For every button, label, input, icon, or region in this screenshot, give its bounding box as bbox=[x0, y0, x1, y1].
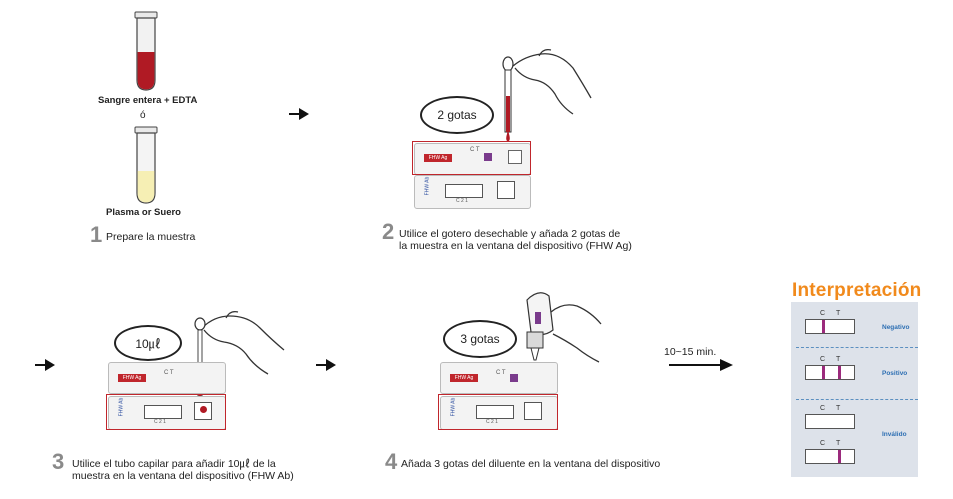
device-c21-label: C 2 1 bbox=[486, 419, 498, 425]
control-line bbox=[822, 366, 825, 379]
whole-blood-label: Sangre entera + EDTA bbox=[98, 95, 198, 106]
step3-number: 3 bbox=[52, 449, 65, 474]
device-ct-label: C T bbox=[164, 370, 174, 376]
control-line bbox=[822, 320, 825, 333]
highlight-box bbox=[412, 141, 531, 175]
test-line bbox=[838, 450, 841, 463]
highlight-box bbox=[106, 394, 226, 430]
device-c21-label: C 2 1 bbox=[154, 419, 166, 425]
sample-well bbox=[524, 402, 542, 420]
result-invalid: Inválido bbox=[882, 431, 907, 438]
sample-well bbox=[497, 181, 515, 199]
plasma-serum-label: Plasma or Suero bbox=[106, 207, 181, 218]
device-ct-label: C T bbox=[496, 370, 506, 376]
step4-number: 4 bbox=[385, 449, 398, 474]
sample-pad bbox=[510, 374, 518, 382]
sample-pad bbox=[484, 153, 492, 161]
step2-number: 2 bbox=[382, 219, 395, 244]
result-window bbox=[144, 405, 182, 419]
arrow-right-icon bbox=[316, 359, 336, 371]
c-label: C bbox=[820, 356, 826, 363]
hand-dropper-icon bbox=[502, 49, 592, 142]
step3-text-line1: Utilice el tubo capilar para añadir 10㎕ … bbox=[72, 458, 276, 470]
result-window bbox=[445, 184, 483, 198]
device-ag-label: FHW Ag bbox=[424, 154, 452, 162]
step2-text-line1: Utilice el gotero desechable y añada 2 g… bbox=[399, 228, 621, 240]
drops-bubble: 2 gotas bbox=[420, 96, 494, 134]
device-ag-label: FHW Ag bbox=[118, 374, 146, 382]
t-label: T bbox=[836, 440, 841, 447]
volume-bubble: 10㎕ bbox=[114, 325, 182, 361]
drops-bubble: 3 gotas bbox=[443, 320, 517, 358]
step1-text: Prepare la muestra bbox=[106, 231, 196, 243]
divider bbox=[796, 347, 918, 348]
test-strip-positive bbox=[805, 365, 855, 380]
device-ab-label: FHW Ab bbox=[424, 176, 431, 196]
t-label: T bbox=[836, 356, 841, 363]
step2-text-line2: la muestra en la ventana del dispositivo… bbox=[399, 240, 632, 252]
t-label: T bbox=[836, 310, 841, 317]
test-strip-negative bbox=[805, 319, 855, 334]
sample-well bbox=[508, 150, 522, 164]
step4-text: Añada 3 gotas del diluente en la ventana… bbox=[401, 458, 661, 470]
hand-diluent-bottle-icon bbox=[526, 292, 602, 388]
test-strip-invalid-1 bbox=[805, 414, 855, 429]
interpretation-title: Interpretación bbox=[792, 280, 922, 301]
device-c21-label: C 2 1 bbox=[456, 198, 468, 204]
arrow-right-icon bbox=[289, 108, 309, 120]
plasma-tube-icon bbox=[134, 126, 158, 204]
blood-tube-icon bbox=[134, 11, 158, 91]
blood-drop-icon bbox=[200, 406, 207, 413]
highlight-box bbox=[438, 394, 558, 430]
step3-text-line2: muestra en la ventana del dispositivo (F… bbox=[72, 470, 294, 482]
result-window bbox=[476, 405, 514, 419]
divider bbox=[796, 399, 918, 400]
c-label: C bbox=[820, 310, 826, 317]
step1-number: 1 bbox=[90, 222, 103, 247]
incubation-time-label: 10~15 min. bbox=[664, 346, 717, 358]
arrow-right-icon bbox=[35, 359, 55, 371]
result-negative: Negativo bbox=[882, 324, 910, 331]
test-strip-invalid-2 bbox=[805, 449, 855, 464]
long-arrow-right-icon bbox=[669, 359, 733, 371]
test-line bbox=[838, 366, 841, 379]
t-label: T bbox=[836, 405, 841, 412]
device-ct-label: C T bbox=[470, 147, 480, 153]
c-label: C bbox=[820, 440, 826, 447]
device-ag-label: FHW Ag bbox=[450, 374, 478, 382]
or-label: ó bbox=[140, 110, 146, 121]
result-positive: Positivo bbox=[882, 370, 908, 377]
c-label: C bbox=[820, 405, 826, 412]
